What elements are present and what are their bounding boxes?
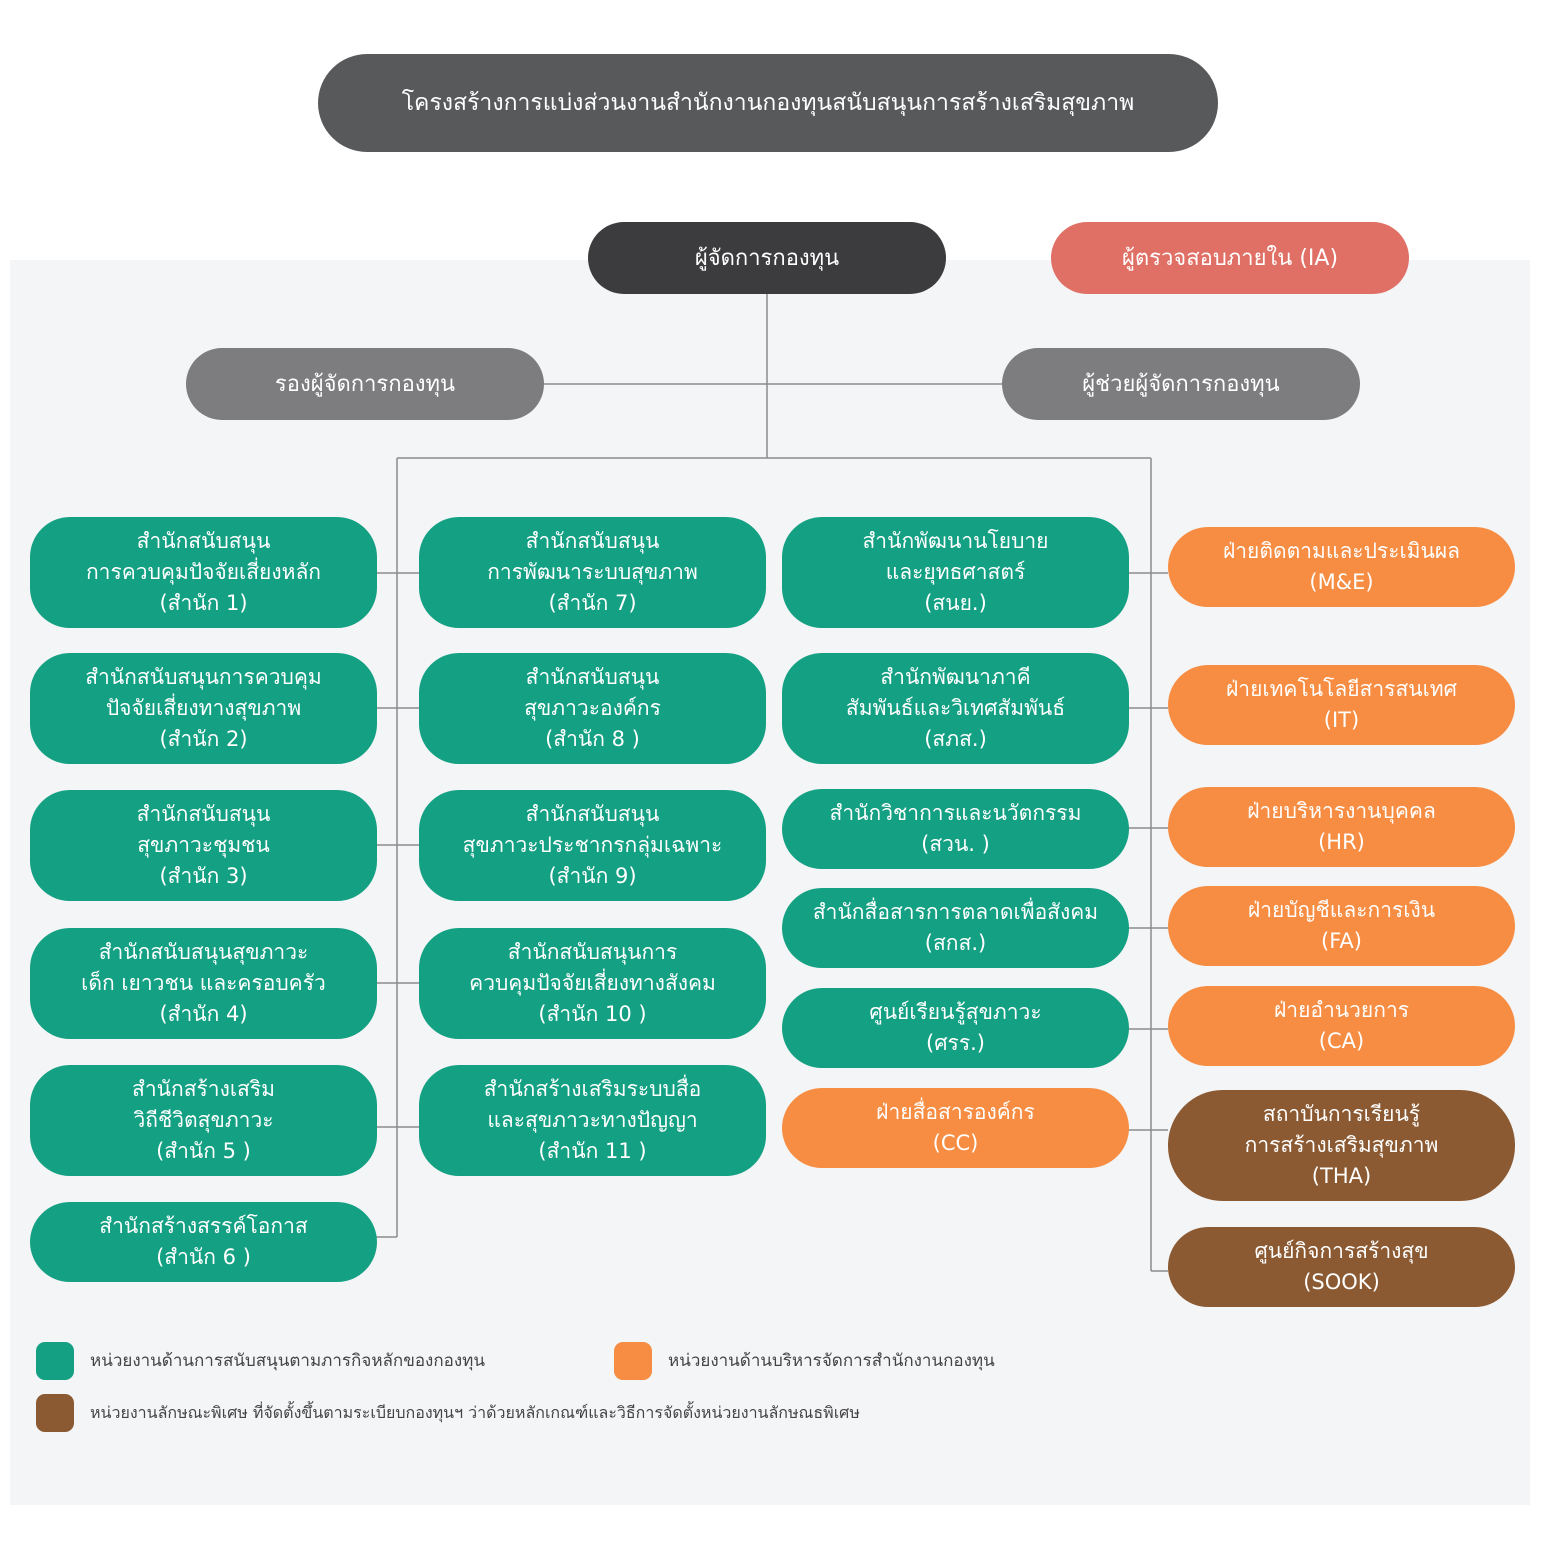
office-4-box: สำนักสนับสนุนสุขภาวะ เด็ก เยาวชน และครอบ… — [30, 928, 377, 1039]
legend-orange-label: หน่วยงานด้านบริหารจัดการสำนักงานกองทุน — [668, 1351, 995, 1371]
finance-department-box: ฝ่ายบัญชีและการเงิน (FA) — [1168, 886, 1515, 966]
office-8-box: สำนักสนับสนุน สุขภาวะองค์กร (สำนัก 8 ) — [419, 653, 766, 764]
administration-department-label: ฝ่ายอำนวยการ (CA) — [1273, 998, 1410, 1053]
office-5-label: สำนักสร้างเสริม วิถีชีวิตสุขภาวะ (สำนัก … — [132, 1077, 275, 1163]
manager-label: ผู้จัดการกองทุน — [694, 245, 840, 271]
administration-department-box: ฝ่ายอำนวยการ (CA) — [1168, 986, 1515, 1066]
chart-title-text: โครงสร้างการแบ่งส่วนงานสำนักงานกองทุนสนั… — [401, 89, 1135, 116]
partnership-office-box: สำนักพัฒนาภาคี สัมพันธ์และวิเทศสัมพันธ์ … — [782, 653, 1129, 764]
hr-department-label: ฝ่ายบริหารงานบุคคล (HR) — [1247, 799, 1436, 854]
office-1-label: สำนักสนับสนุน การควบคุมปัจจัยเสี่ยงหลัก … — [85, 529, 322, 615]
office-3-box: สำนักสนับสนุน สุขภาวะชุมชน (สำนัก 3) — [30, 790, 377, 901]
learning-center-label: ศูนย์เรียนรู้สุขภาวะ (ศรร.) — [869, 1000, 1042, 1055]
social-marketing-office-label: สำนักสื่อสารการตลาดเพื่อสังคม (สกส.) — [812, 900, 1099, 955]
hr-department-box: ฝ่ายบริหารงานบุคคล (HR) — [1168, 787, 1515, 867]
office-9-box: สำนักสนับสนุน สุขภาวะประชากรกลุ่มเฉพาะ (… — [419, 790, 766, 901]
it-department-label: ฝ่ายเทคโนโลยีสารสนเทศ (IT) — [1226, 677, 1457, 732]
monitoring-evaluation-label: ฝ่ายติดตามและประเมินผล (M&E) — [1222, 539, 1461, 594]
office-10-label: สำนักสนับสนุนการ ควบคุมปัจจัยเสี่ยงทางสั… — [469, 940, 716, 1026]
partnership-office-label: สำนักพัฒนาภาคี สัมพันธ์และวิเทศสัมพันธ์ … — [845, 665, 1066, 751]
assistant-manager-label: ผู้ช่วยผู้จัดการกองทุน — [1082, 371, 1280, 397]
sook-center-box: ศูนย์กิจการสร้างสุข (SOOK) — [1168, 1227, 1515, 1307]
office-5-box: สำนักสร้างเสริม วิถีชีวิตสุขภาวะ (สำนัก … — [30, 1065, 377, 1176]
it-department-box: ฝ่ายเทคโนโลยีสารสนเทศ (IT) — [1168, 665, 1515, 745]
office-2-label: สำนักสนับสนุนการควบคุม ปัจจัยเสี่ยงทางสุ… — [85, 665, 322, 751]
corporate-communication-label: ฝ่ายสื่อสารองค์กร (CC) — [876, 1100, 1035, 1155]
office-2-box: สำนักสนับสนุนการควบคุม ปัจจัยเสี่ยงทางสุ… — [30, 653, 377, 764]
assistant-manager-box: ผู้ช่วยผู้จัดการกองทุน — [1002, 348, 1360, 420]
internal-audit-box: ผู้ตรวจสอบภายใน (IA) — [1051, 222, 1409, 294]
policy-office-box: สำนักพัฒนานโยบาย และยุทธศาสตร์ (สนย.) — [782, 517, 1129, 628]
corporate-communication-box: ฝ่ายสื่อสารองค์กร (CC) — [782, 1088, 1129, 1168]
office-8-label: สำนักสนับสนุน สุขภาวะองค์กร (สำนัก 8 ) — [524, 665, 661, 751]
office-6-box: สำนักสร้างสรรค์โอกาส (สำนัก 6 ) — [30, 1202, 377, 1282]
policy-office-label: สำนักพัฒนานโยบาย และยุทธศาสตร์ (สนย.) — [862, 529, 1049, 615]
academic-office-label: สำนักวิชาการและนวัตกรรม (สวน. ) — [829, 801, 1082, 856]
tha-institute-box: สถาบันการเรียนรู้ การสร้างเสริมสุขภาพ (T… — [1168, 1090, 1515, 1201]
legend-green-swatch — [36, 1342, 74, 1380]
social-marketing-office-box: สำนักสื่อสารการตลาดเพื่อสังคม (สกส.) — [782, 888, 1129, 968]
office-11-label: สำนักสร้างเสริมระบบสื่อ และสุขภาวะทางปัญ… — [483, 1077, 702, 1163]
office-10-box: สำนักสนับสนุนการ ควบคุมปัจจัยเสี่ยงทางสั… — [419, 928, 766, 1039]
office-9-label: สำนักสนับสนุน สุขภาวะประชากรกลุ่มเฉพาะ (… — [462, 802, 723, 888]
legend-green-label: หน่วยงานด้านการสนับสนุนตามภารกิจหลักของก… — [90, 1351, 485, 1371]
finance-department-label: ฝ่ายบัญชีและการเงิน (FA) — [1247, 898, 1436, 953]
office-4-label: สำนักสนับสนุนสุขภาวะ เด็ก เยาวชน และครอบ… — [81, 940, 326, 1026]
office-3-label: สำนักสนับสนุน สุขภาวะชุมชน (สำนัก 3) — [136, 802, 271, 888]
office-1-box: สำนักสนับสนุน การควบคุมปัจจัยเสี่ยงหลัก … — [30, 517, 377, 628]
sook-center-label: ศูนย์กิจการสร้างสุข (SOOK) — [1254, 1239, 1429, 1294]
monitoring-evaluation-box: ฝ่ายติดตามและประเมินผล (M&E) — [1168, 527, 1515, 607]
legend-brown-swatch — [36, 1394, 74, 1432]
legend-orange-swatch — [614, 1342, 652, 1380]
chart-title: โครงสร้างการแบ่งส่วนงานสำนักงานกองทุนสนั… — [318, 54, 1218, 152]
learning-center-box: ศูนย์เรียนรู้สุขภาวะ (ศรร.) — [782, 988, 1129, 1068]
deputy-manager-label: รองผู้จัดการกองทุน — [274, 371, 456, 397]
academic-office-box: สำนักวิชาการและนวัตกรรม (สวน. ) — [782, 789, 1129, 869]
office-7-label: สำนักสนับสนุน การพัฒนาระบบสุขภาพ (สำนัก … — [487, 529, 698, 615]
deputy-manager-box: รองผู้จัดการกองทุน — [186, 348, 544, 420]
legend-brown-label: หน่วยงานลักษณะพิเศษ ที่จัดตั้งขึ้นตามระเ… — [90, 1403, 860, 1422]
manager-box: ผู้จัดการกองทุน — [588, 222, 946, 294]
tha-institute-label: สถาบันการเรียนรู้ การสร้างเสริมสุขภาพ (T… — [1244, 1102, 1439, 1188]
office-11-box: สำนักสร้างเสริมระบบสื่อ และสุขภาวะทางปัญ… — [419, 1065, 766, 1176]
office-6-label: สำนักสร้างสรรค์โอกาส (สำนัก 6 ) — [99, 1214, 308, 1269]
internal-audit-label: ผู้ตรวจสอบภายใน (IA) — [1121, 245, 1339, 271]
office-7-box: สำนักสนับสนุน การพัฒนาระบบสุขภาพ (สำนัก … — [419, 517, 766, 628]
